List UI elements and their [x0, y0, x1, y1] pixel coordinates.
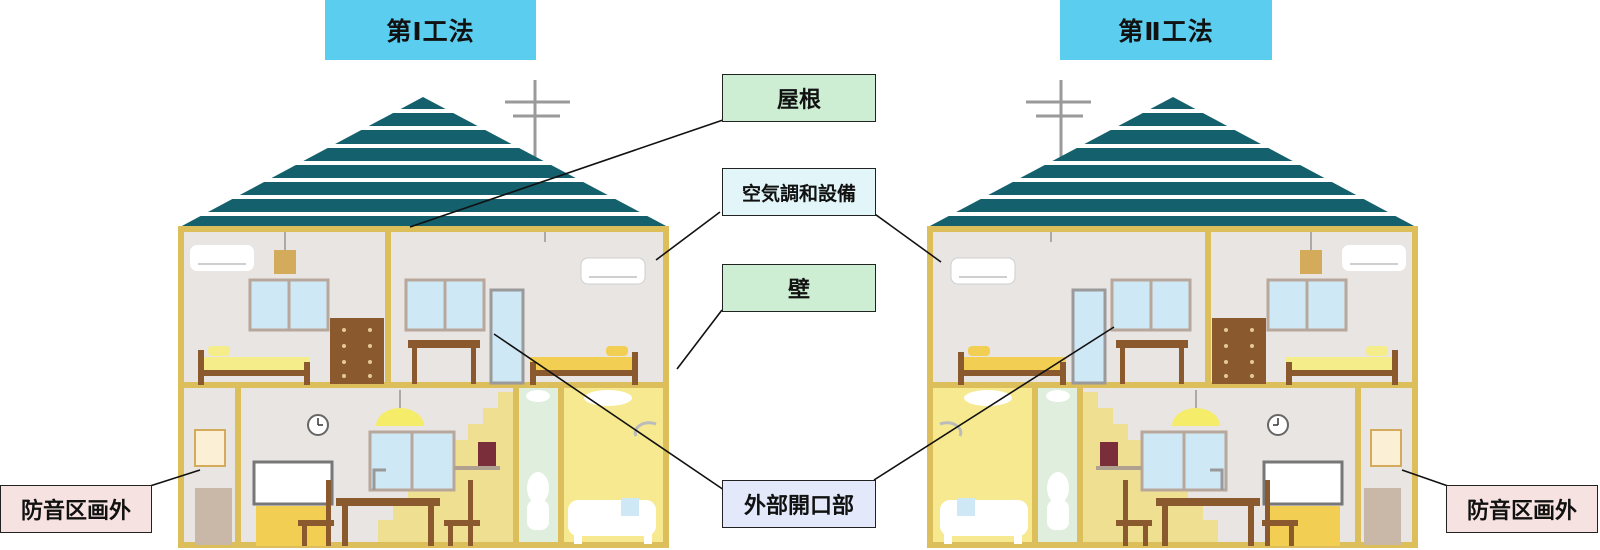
label-outside-left: 防音区画外 [0, 485, 152, 533]
label-opening: 外部開口部 [722, 480, 876, 528]
house-method-2 [928, 80, 1416, 547]
label-hvac: 空気調和設備 [722, 168, 876, 216]
label-roof: 屋根 [722, 74, 876, 122]
leader-lines [149, 119, 1449, 491]
title-method-1: 第Ⅰ工法 [325, 0, 536, 60]
house-method-1 [180, 80, 668, 547]
label-wall: 壁 [722, 264, 876, 312]
label-outside-right: 防音区画外 [1446, 485, 1598, 533]
title-method-2: 第Ⅱ工法 [1060, 0, 1272, 60]
